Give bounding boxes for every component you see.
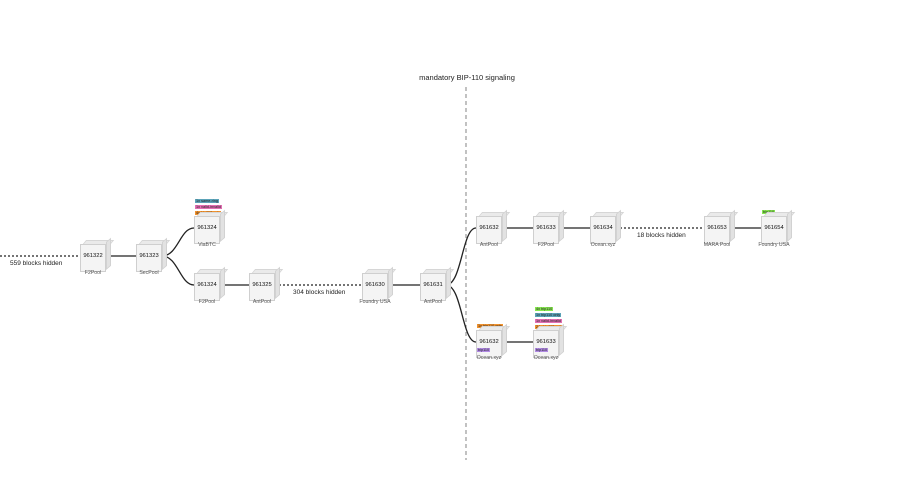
block-height: 961324 [197, 225, 217, 231]
block-height: 961653 [707, 225, 727, 231]
block-961633-ocean[interactable]: 961633 [533, 323, 568, 360]
pool-label: AntPool [252, 299, 272, 305]
block-height: 961323 [139, 253, 159, 259]
block-961632-ocean[interactable]: 961632 [476, 323, 511, 360]
tx-tag: 1x bip110 only [535, 313, 562, 317]
pool-label: F2Pool [537, 242, 555, 248]
pool-label: Foundry USA [359, 299, 391, 305]
block-961653[interactable]: 961653 [704, 209, 739, 246]
block-height: 961633 [536, 225, 556, 231]
block-height: 961322 [83, 253, 103, 259]
tx-tag: bip110 [535, 348, 549, 352]
pool-label: F2Pool [84, 270, 102, 276]
tx-tag: 4x bip110 [535, 307, 554, 311]
block-961322[interactable]: 961322 [80, 237, 115, 274]
pool-label: Ocean.xyz [533, 355, 559, 361]
pool-label: Ocean.xyz [476, 355, 502, 361]
block-961654[interactable]: 961654 [761, 209, 796, 246]
block-961324-viabtc[interactable]: 961324 [194, 209, 229, 246]
block-961325[interactable]: 961325 [249, 266, 284, 303]
tx-tag: 1x same-ring [195, 199, 219, 203]
pool-label: SecPool [139, 270, 159, 276]
pool-label: MARA Pool [703, 242, 731, 248]
pool-label: F2Pool [198, 299, 216, 305]
block-961634[interactable]: 961634 [590, 209, 625, 246]
pool-label: ViaBTC [198, 242, 216, 248]
block-height: 961324 [197, 282, 217, 288]
pool-label: Ocean.xyz [590, 242, 616, 248]
hidden-gap-mid-label: 304 blocks hidden [293, 289, 346, 296]
block-height: 961633 [536, 339, 556, 345]
block-961631[interactable]: 961631 [420, 266, 455, 303]
block-height: 961631 [423, 282, 443, 288]
block-height: 961654 [764, 225, 784, 231]
divider-label: mandatory BIP-110 signaling [419, 73, 515, 82]
block-height: 961630 [365, 282, 385, 288]
pool-label: AntPool [479, 242, 499, 248]
tx-tag: 1x valid-invalid [535, 319, 562, 323]
hidden-gap-start-label: 559 blocks hidden [10, 260, 63, 267]
block-height: 961634 [593, 225, 613, 231]
pool-label: AntPool [423, 299, 443, 305]
block-961323[interactable]: 961323 [136, 237, 171, 274]
tx-tag: 1x valid-invalid [195, 205, 222, 209]
block-height: 961632 [479, 225, 499, 231]
block-height: 961632 [479, 339, 499, 345]
block-height: 961325 [252, 282, 272, 288]
block-961324-f2pool[interactable]: 961324 [194, 266, 229, 303]
block-961630[interactable]: 961630 [362, 266, 397, 303]
block-961633-f2pool[interactable]: 961633 [533, 209, 568, 246]
block-961632-antpool[interactable]: 961632 [476, 209, 511, 246]
tx-tag: bip110 [477, 348, 491, 352]
pool-label: Foundry USA [758, 242, 790, 248]
hidden-gap-upper-label: 18 blocks hidden [637, 232, 686, 239]
